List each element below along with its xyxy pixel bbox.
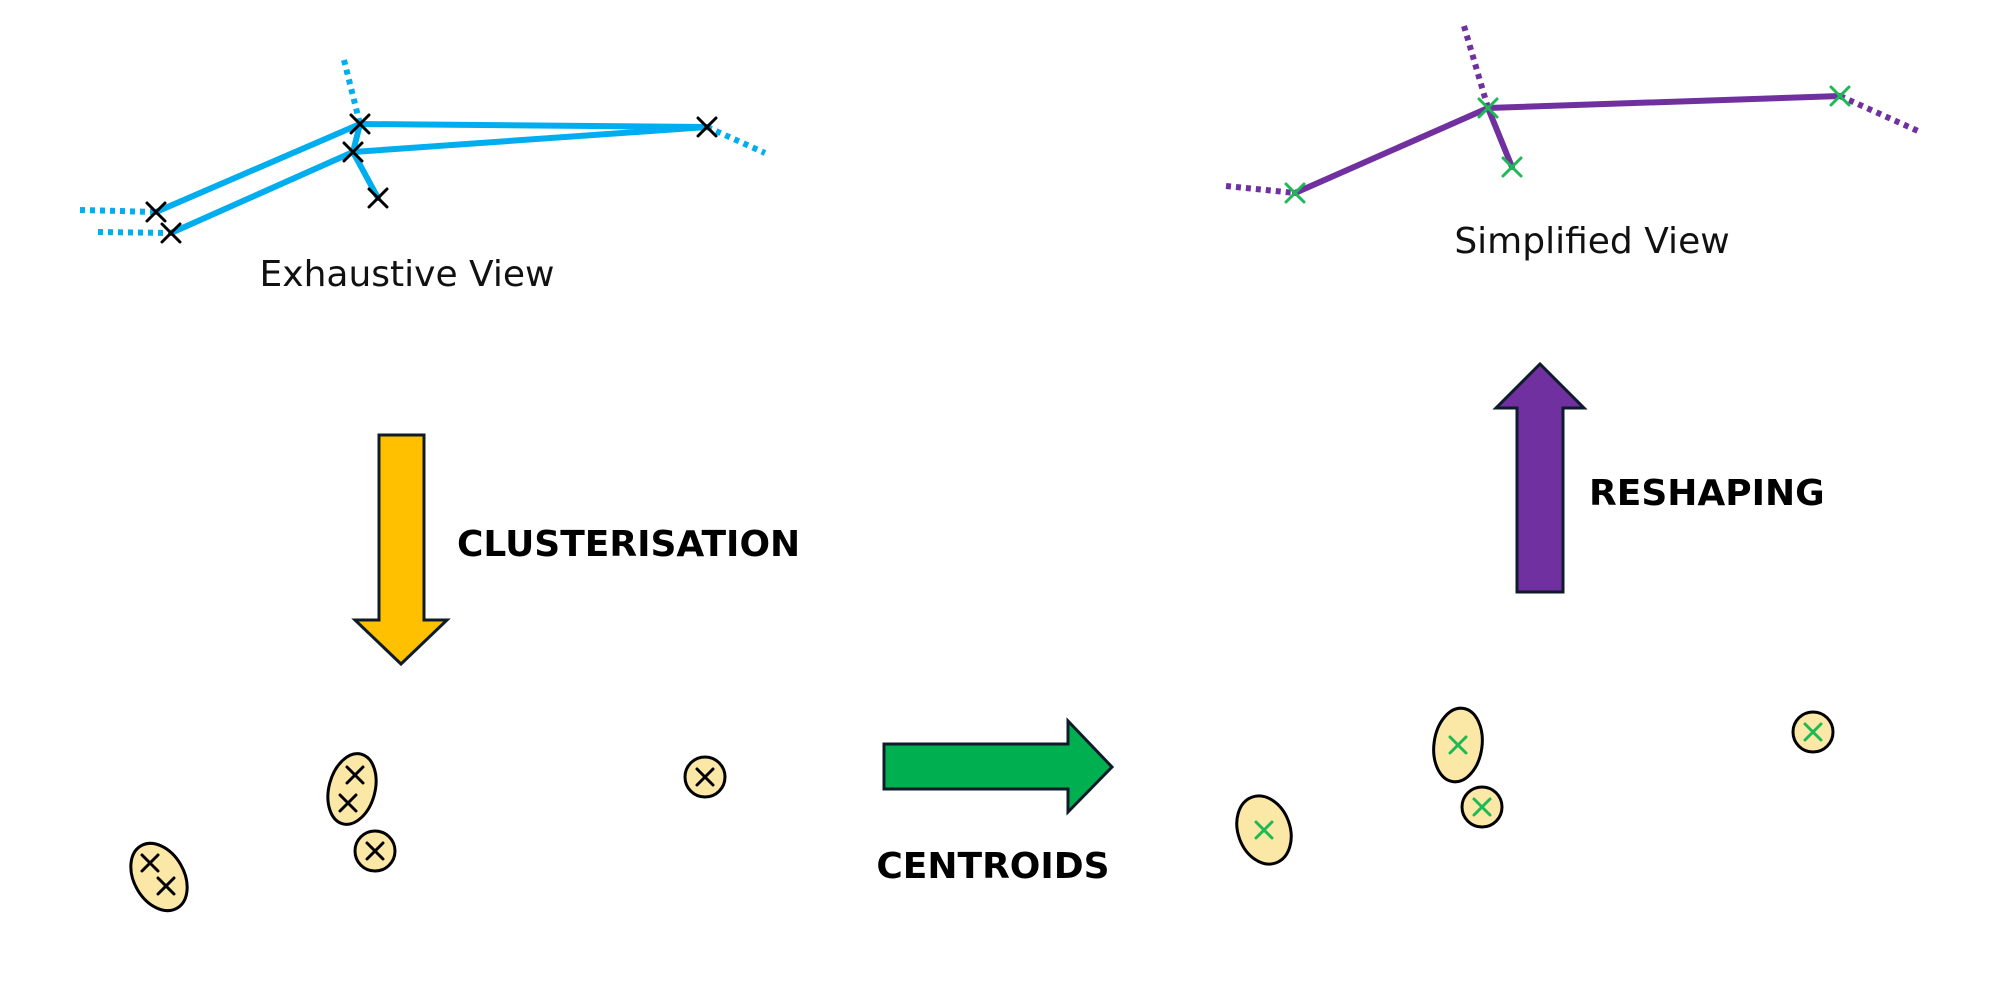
clusters-group: [129, 752, 727, 913]
dangling-edge: [705, 124, 767, 156]
simplified-view-label: Simplified View: [1454, 221, 1729, 262]
cluster: [326, 752, 378, 826]
node-x-marker: [696, 116, 718, 138]
node-x-marker: [156, 876, 176, 896]
exhaustive-edge: [168, 149, 356, 236]
clusterisation-arrow: [351, 433, 451, 667]
centroid-cluster: [1791, 710, 1835, 754]
exhaustive-edges: [153, 121, 710, 236]
centroid-x-marker: [1284, 182, 1306, 204]
node-x-marker: [349, 113, 371, 135]
centroid-x-marker: [1254, 820, 1274, 840]
node-x-marker: [365, 841, 385, 861]
simplified-edge: [1292, 105, 1491, 196]
node-x-marker: [140, 853, 160, 873]
centroid-cluster: [1235, 794, 1293, 866]
simplified-edges: [1292, 93, 1843, 196]
node-x-marker: [342, 141, 364, 163]
centroid-x-marker: [1477, 97, 1499, 119]
exhaustive-view-graph: [79, 59, 767, 244]
exhaustive-edge: [357, 121, 710, 130]
reshaping-arrow: [1492, 361, 1588, 594]
centroid-x-marker: [1803, 722, 1823, 742]
centroid-x-marker: [1501, 156, 1523, 178]
clusterisation-label: CLUSTERISATION: [457, 524, 800, 565]
simplified-nodes: [1284, 85, 1851, 204]
node-x-marker: [367, 187, 389, 209]
centroid-x-marker: [1472, 797, 1492, 817]
centroid-x-marker: [1829, 85, 1851, 107]
reshaping-label: RESHAPING: [1589, 473, 1825, 514]
centroid-cluster: [1432, 706, 1484, 784]
exhaustive-view-label: Exhaustive View: [260, 254, 555, 295]
dangling-edge: [1225, 183, 1296, 196]
exhaustive-edge: [153, 121, 363, 215]
node-x-marker: [160, 222, 182, 244]
dangling-edge: [341, 59, 363, 125]
centroids-arrow: [882, 717, 1115, 816]
node-x-marker: [338, 793, 358, 813]
node-x-marker: [345, 765, 365, 785]
exhaustive-edge: [350, 149, 381, 201]
dangling-edge: [1461, 25, 1491, 109]
cluster: [129, 841, 189, 913]
exhaustive-nodes: [145, 113, 718, 244]
simplified-view-graph: [1225, 25, 1920, 204]
simplified-edge: [1485, 93, 1843, 111]
centroids-label: CENTROIDS: [876, 846, 1109, 887]
simplified-edge: [1485, 105, 1515, 170]
cluster: [683, 755, 727, 799]
centroid-cluster: [1460, 785, 1504, 829]
node-x-marker: [695, 767, 715, 787]
dangling-edge: [97, 229, 172, 236]
cluster-ellipse: [326, 752, 378, 826]
node-x-marker: [145, 201, 167, 223]
centroid-x-marker: [1448, 735, 1468, 755]
dangling-edge: [79, 207, 157, 215]
dangling-edge: [1838, 93, 1920, 134]
centroid-clusters-group: [1235, 706, 1835, 866]
exhaustive-edge: [350, 121, 363, 155]
exhaustive-edge: [350, 124, 710, 155]
cluster: [353, 829, 397, 873]
simplified-dangling-edges: [1225, 25, 1920, 196]
exhaustive-dangling-edges: [79, 59, 767, 236]
